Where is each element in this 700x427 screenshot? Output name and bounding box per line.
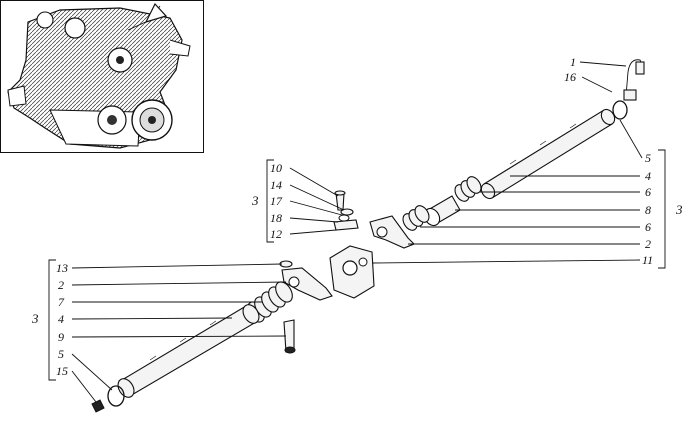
right-shaft	[480, 108, 616, 200]
pipe-fitting	[612, 59, 645, 120]
inset-pointer-arrow	[144, 2, 168, 23]
callout-label: 12	[270, 227, 282, 241]
middle-bolt-group	[333, 190, 359, 231]
callout-label: 4	[645, 169, 651, 183]
leaders-middle	[266, 159, 345, 243]
callout-label: 5	[645, 151, 651, 165]
callout-label: 4	[58, 312, 64, 326]
callouts-left: 13 2 7 4 9 5 15 3	[31, 261, 68, 378]
group-total-label: 3	[251, 193, 259, 208]
callout-label: 10	[270, 161, 282, 175]
left-plug	[91, 399, 105, 413]
callout-label: 6	[645, 220, 651, 234]
callout-label: 16	[564, 70, 576, 84]
callouts-right: 5 4 6 8 6 2 11 3	[642, 151, 683, 267]
left-rocker-arm	[279, 260, 333, 301]
left-shaft	[117, 304, 260, 398]
callout-label: 5	[58, 347, 64, 361]
callout-label: 13	[56, 261, 68, 275]
callout-label: 18	[270, 211, 282, 225]
callout-label: 1	[570, 55, 576, 69]
group-total-label: 3	[31, 311, 39, 326]
callout-label: 2	[645, 237, 651, 251]
callouts-top-right: 1 16	[564, 55, 576, 84]
leaders-right	[371, 119, 666, 269]
left-snap-ring	[107, 385, 125, 407]
callout-label: 6	[645, 185, 651, 199]
leaders-left	[48, 259, 287, 403]
rocker-bracket	[329, 245, 375, 299]
callout-label: 11	[642, 253, 653, 267]
right-rocker-arm	[369, 215, 415, 249]
engine-inset	[0, 0, 204, 153]
callout-label: 15	[56, 364, 68, 378]
left-spring	[247, 281, 293, 323]
leaders-top-right	[579, 61, 627, 93]
callout-label: 8	[645, 203, 651, 217]
callout-label: 2	[58, 278, 64, 292]
callout-label: 17	[270, 194, 283, 208]
callout-label: 7	[58, 295, 65, 309]
right-spring	[454, 176, 482, 202]
callouts-middle: 10 14 17 18 12 3	[251, 161, 283, 241]
right-spring-2	[402, 205, 430, 231]
left-bolt	[283, 319, 296, 354]
callout-label: 9	[58, 330, 64, 344]
engine-illustration	[7, 2, 191, 149]
group-total-label: 3	[675, 202, 683, 217]
callout-label: 14	[270, 178, 282, 192]
